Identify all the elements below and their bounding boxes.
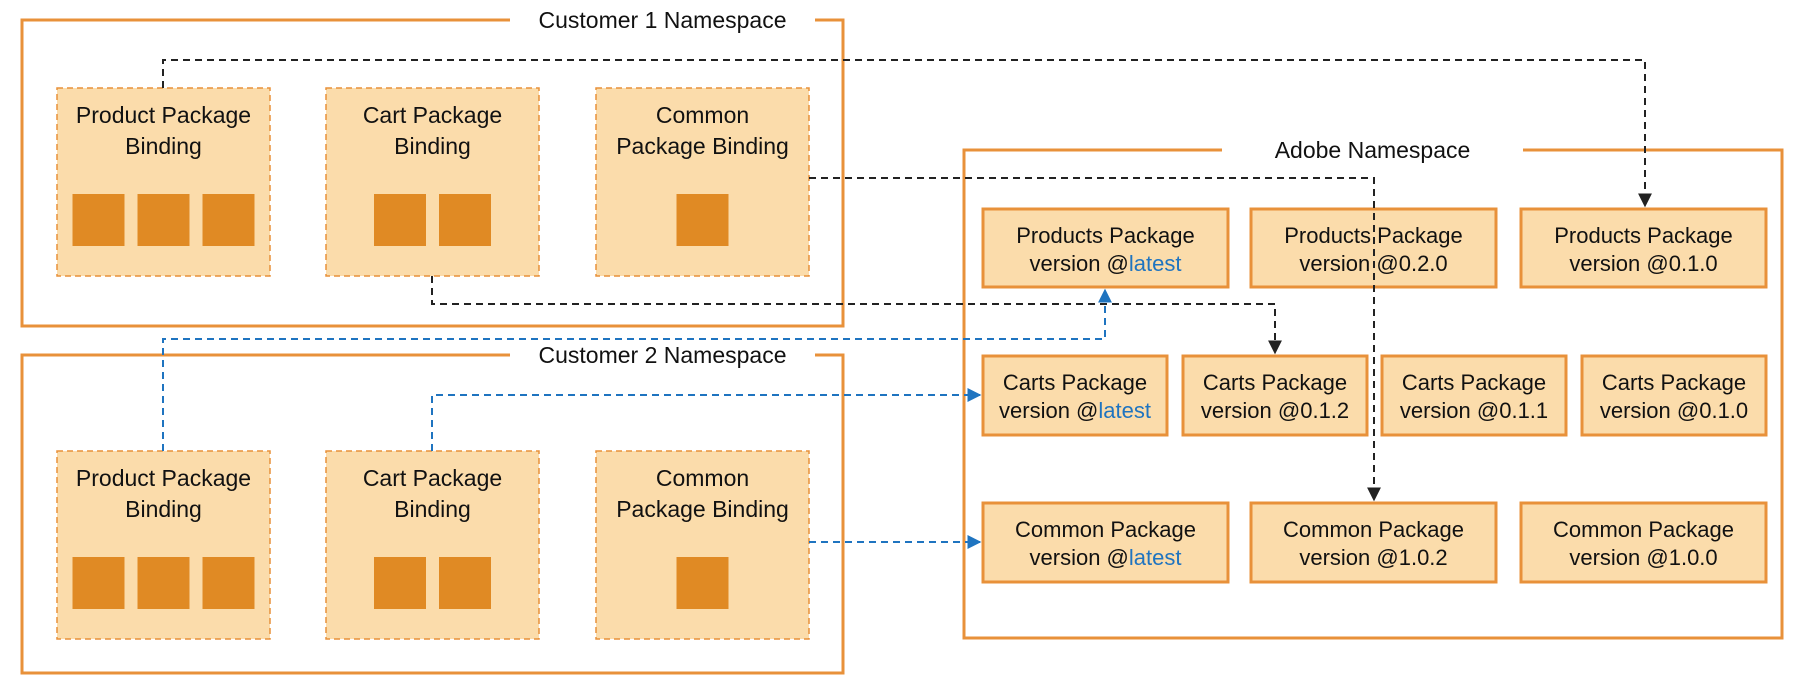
common-package-latest-title: Common Package bbox=[1015, 517, 1196, 542]
customer-2-binding-label-line1: Cart Package bbox=[363, 465, 502, 491]
common-package-latest: Common Package version @latest bbox=[981, 501, 1230, 584]
action-module-square bbox=[137, 557, 190, 609]
customer-2-namespace: Customer 2 Namespace bbox=[20, 342, 845, 675]
link-c2-cart-to-carts-latest bbox=[431, 388, 982, 451]
customer-1-binding-box bbox=[325, 87, 540, 277]
common-package-1.0.0-title: Common Package bbox=[1553, 517, 1734, 542]
products-package-0.1.0-version: version @0.1.0 bbox=[1569, 251, 1717, 276]
action-module-square bbox=[72, 557, 125, 609]
customer-1-namespace-border bbox=[20, 18, 845, 328]
products-package-latest-version: version @latest bbox=[1030, 251, 1182, 276]
link-c1-product-to-products-0.1.0 bbox=[162, 59, 1652, 208]
common-package-1.0.2: Common Package version @1.0.2 bbox=[1249, 501, 1498, 584]
common-package-1.0.2-title: Common Package bbox=[1283, 517, 1464, 542]
customer-2-namespace-border bbox=[20, 353, 845, 675]
carts-package-0.1.1-box bbox=[1380, 354, 1568, 437]
common-package-1.0.0-box bbox=[1519, 501, 1768, 584]
customer-1-namespace: Customer 1 Namespace bbox=[20, 7, 845, 328]
carts-package-latest: Carts Package version @latest bbox=[981, 354, 1169, 437]
customer-1-binding-label-line1: Common bbox=[656, 102, 749, 128]
customer-2-binding-box bbox=[325, 450, 540, 640]
action-module-square bbox=[439, 194, 491, 246]
carts-package-0.1.1-title: Carts Package bbox=[1402, 370, 1546, 395]
action-module-square bbox=[676, 557, 729, 609]
customer-1-binding-label-line2: Binding bbox=[394, 133, 471, 159]
common-package-latest-version: version @latest bbox=[1030, 545, 1182, 570]
common-package-1.0.2-box bbox=[1249, 501, 1498, 584]
customer-2-binding-label-line2: Package Binding bbox=[616, 496, 789, 522]
adobe-namespace-border bbox=[962, 148, 1784, 640]
carts-package-0.1.2-box bbox=[1181, 354, 1369, 437]
customer-1-binding-label-line2: Package Binding bbox=[616, 133, 789, 159]
customer-2-namespace-title: Customer 2 Namespace bbox=[539, 342, 787, 368]
carts-package-0.1.0: Carts Package version @0.1.0 bbox=[1580, 354, 1768, 437]
customer-1-binding-label-line1: Product Package bbox=[76, 102, 251, 128]
customer-2-binding-label-line1: Common bbox=[656, 465, 749, 491]
link-c2-product-to-products-latest bbox=[162, 288, 1112, 451]
customer-1-binding-label-line2: Binding bbox=[125, 133, 202, 159]
products-package-latest-box bbox=[981, 207, 1230, 289]
carts-package-0.1.2-version: version @0.1.2 bbox=[1201, 398, 1349, 423]
carts-package-0.1.2: Carts Package version @0.1.2 bbox=[1181, 354, 1369, 437]
customer-1-namespace-title: Customer 1 Namespace bbox=[539, 7, 787, 33]
carts-package-0.1.0-version: version @0.1.0 bbox=[1600, 398, 1748, 423]
action-module-square bbox=[137, 194, 190, 246]
customer-2-binding-label-line2: Binding bbox=[125, 496, 202, 522]
carts-package-0.1.1-version: version @0.1.1 bbox=[1400, 398, 1548, 423]
action-module-square bbox=[72, 194, 125, 246]
products-package-latest-title: Products Package bbox=[1016, 223, 1195, 248]
action-module-square bbox=[374, 194, 426, 246]
products-package-0.1.0: Products Package version @0.1.0 bbox=[1519, 207, 1768, 289]
carts-package-0.1.2-title: Carts Package bbox=[1203, 370, 1347, 395]
carts-package-0.1.0-box bbox=[1580, 354, 1768, 437]
carts-package-0.1.0-title: Carts Package bbox=[1602, 370, 1746, 395]
customer-1-binding-label-line1: Cart Package bbox=[363, 102, 502, 128]
products-package-0.2.0-version: version @0.2.0 bbox=[1299, 251, 1447, 276]
common-package-1.0.0-version: version @1.0.0 bbox=[1569, 545, 1717, 570]
customer-2-binding-label-line1: Product Package bbox=[76, 465, 251, 491]
adobe-namespace: Adobe Namespace bbox=[962, 137, 1784, 640]
common-package-1.0.0: Common Package version @1.0.0 bbox=[1519, 501, 1768, 584]
link-c1-cart-to-carts-0.1.2 bbox=[431, 276, 1282, 355]
carts-package-latest-box bbox=[981, 354, 1169, 437]
action-module-square bbox=[202, 194, 255, 246]
customer-2-binding-label-line2: Binding bbox=[394, 496, 471, 522]
link-c1-common-to-common-1.0.2 bbox=[809, 177, 1381, 502]
carts-package-latest-title: Carts Package bbox=[1003, 370, 1147, 395]
common-package-1.0.2-version: version @1.0.2 bbox=[1299, 545, 1447, 570]
action-module-square bbox=[676, 194, 729, 246]
action-module-square bbox=[439, 557, 491, 609]
action-module-square bbox=[202, 557, 255, 609]
common-package-latest-box bbox=[981, 501, 1230, 584]
products-package-0.1.0-box bbox=[1519, 207, 1768, 289]
carts-package-latest-version: version @latest bbox=[999, 398, 1151, 423]
carts-package-0.1.1: Carts Package version @0.1.1 bbox=[1380, 354, 1568, 437]
adobe-namespace-title: Adobe Namespace bbox=[1275, 137, 1471, 163]
products-package-0.1.0-title: Products Package bbox=[1554, 223, 1733, 248]
products-package-latest: Products Package version @latest bbox=[981, 207, 1230, 289]
action-module-square bbox=[374, 557, 426, 609]
